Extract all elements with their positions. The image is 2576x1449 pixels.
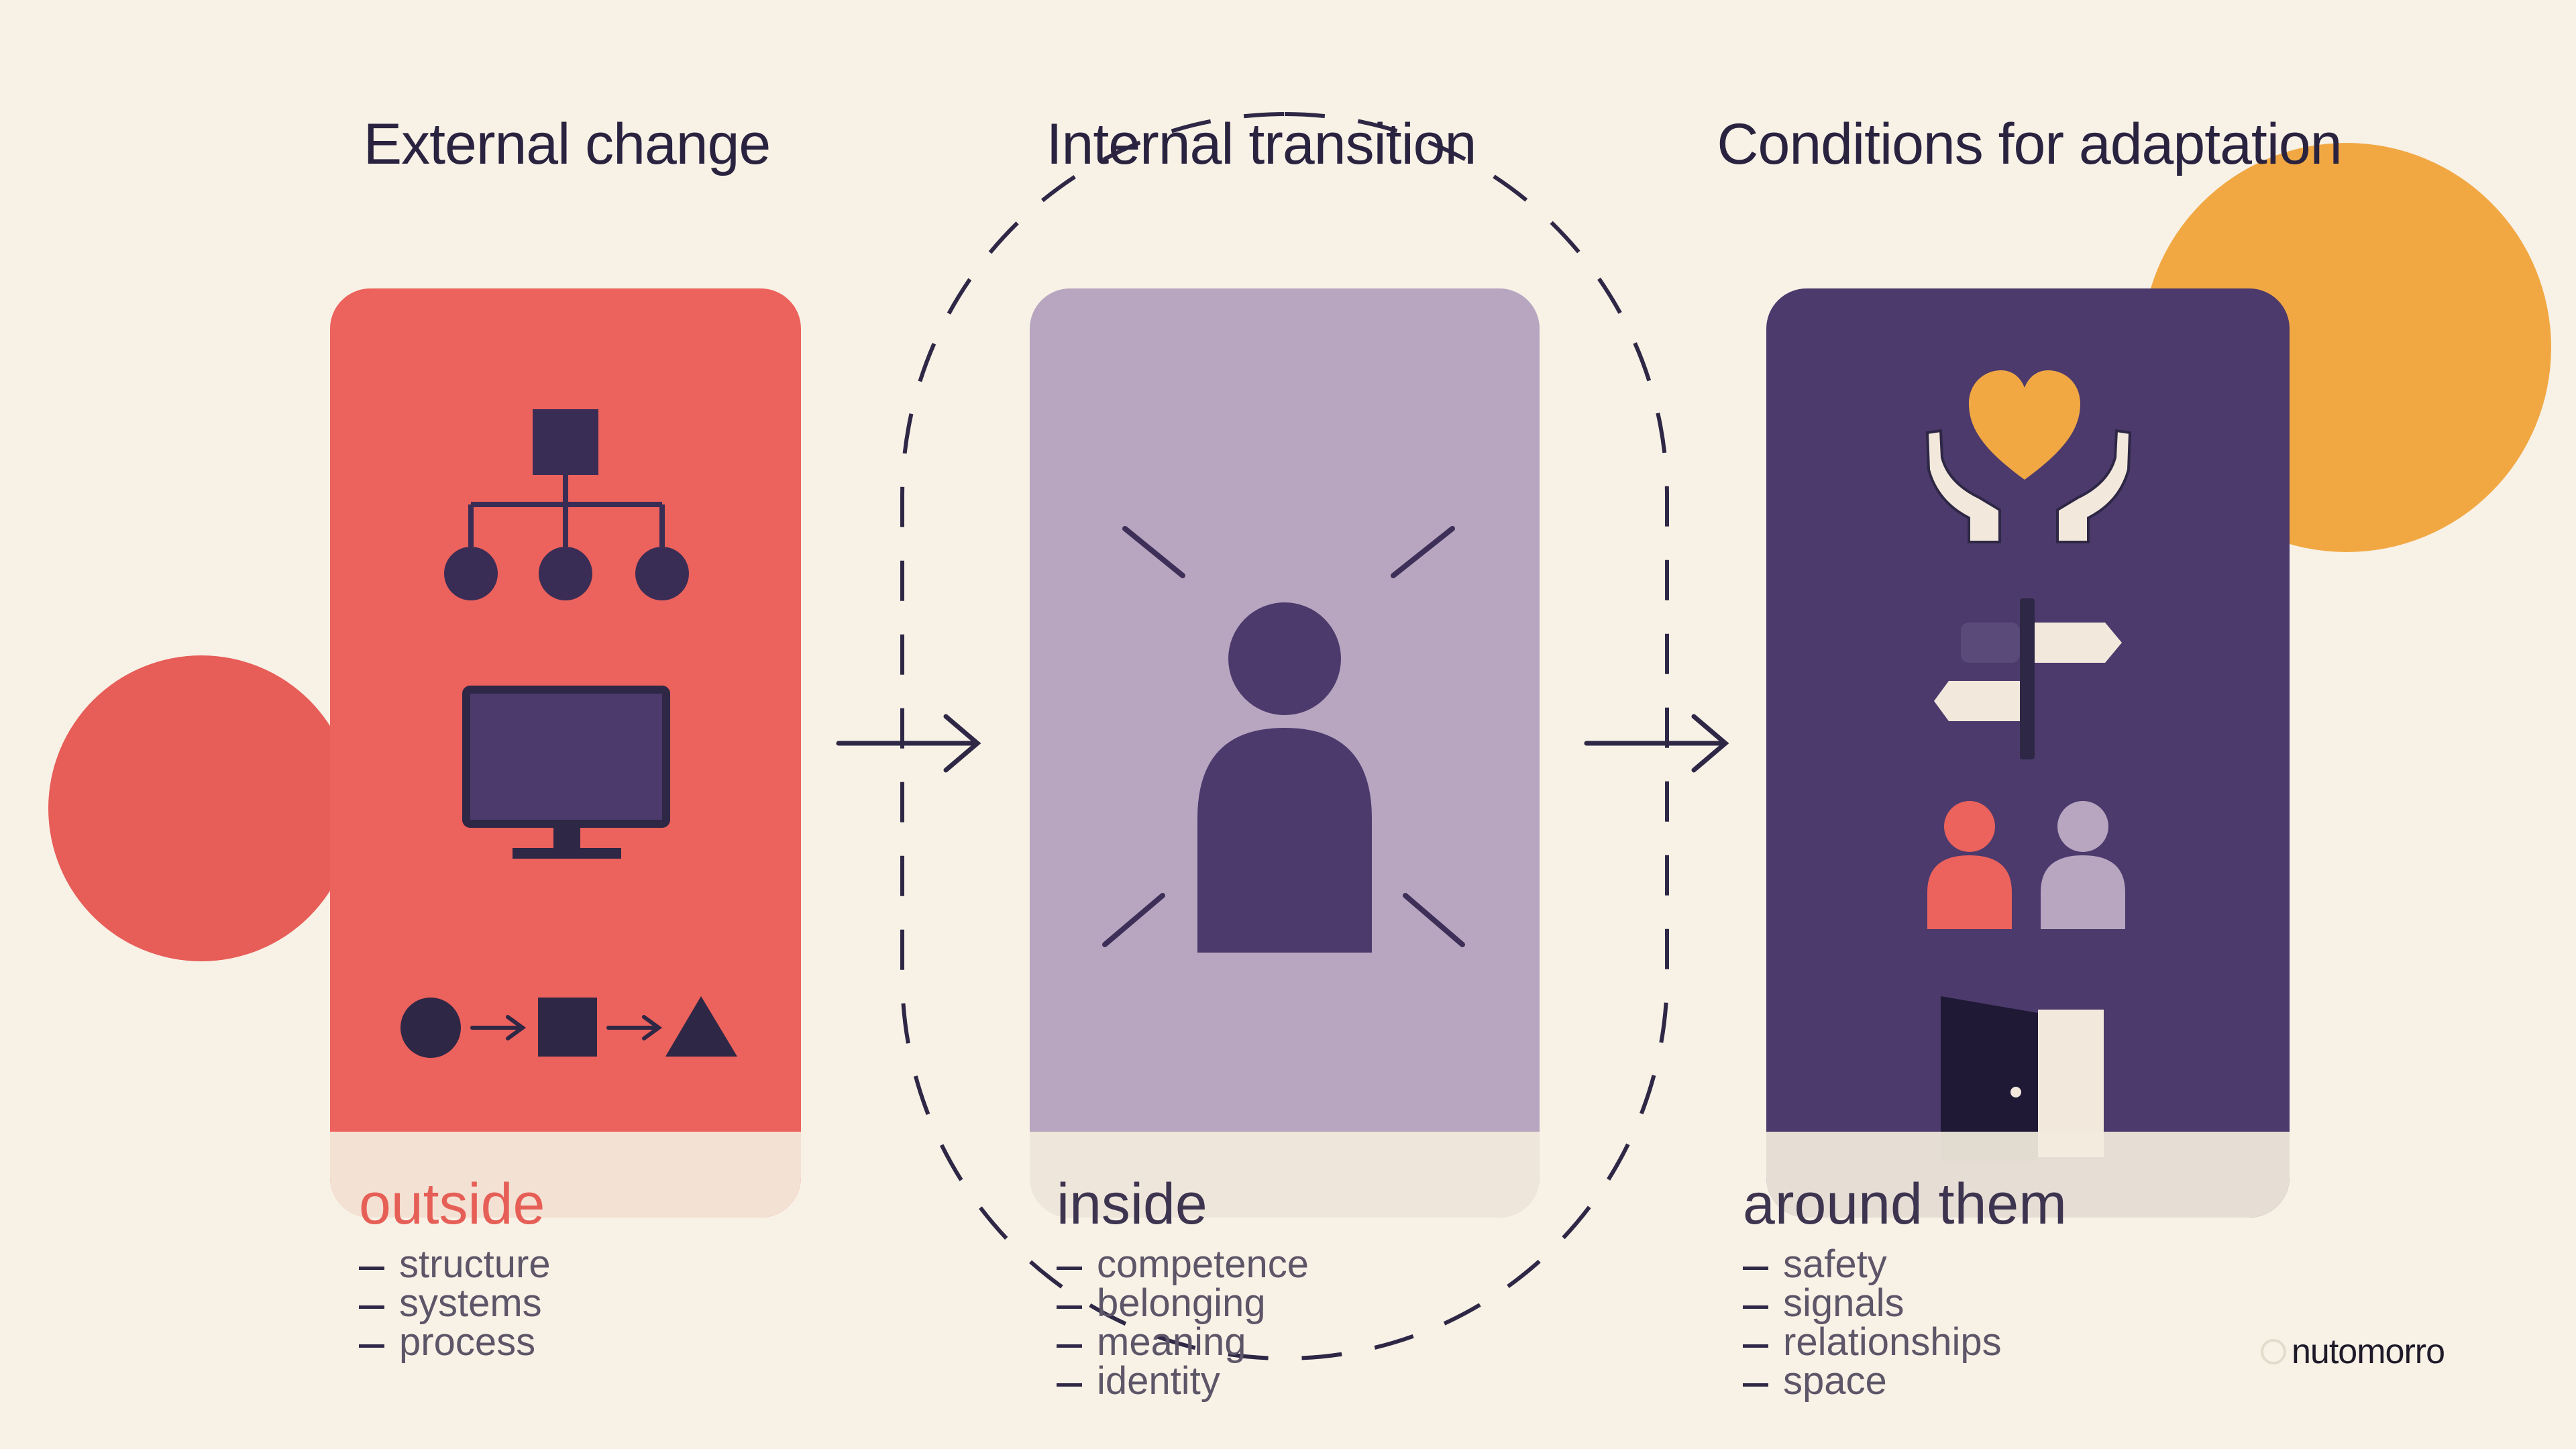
arrow-2-icon bbox=[1584, 714, 1729, 773]
column-title-conditions: Conditions for adaptation bbox=[1717, 112, 2342, 176]
radiating-lines-icon bbox=[1102, 526, 1465, 947]
bullet-item: signals bbox=[1743, 1284, 2002, 1323]
caption-inside: inside bbox=[1057, 1172, 1208, 1236]
brand-name: nutomorro bbox=[2292, 1332, 2445, 1371]
coral-background-circle bbox=[48, 655, 354, 961]
bullet-item: meaning bbox=[1057, 1323, 1309, 1362]
panel-external-icons bbox=[400, 409, 737, 1058]
org-chart-icon bbox=[444, 409, 689, 600]
panel-conditions-icons bbox=[1925, 370, 2132, 1161]
bullet-item: space bbox=[1743, 1362, 2002, 1401]
process-flow-icon bbox=[400, 996, 737, 1058]
signpost-icon bbox=[1934, 598, 2122, 759]
arrow-1-icon bbox=[836, 714, 981, 773]
panel-footer bbox=[1766, 1132, 2290, 1218]
bullet-item: process bbox=[359, 1323, 551, 1362]
caption-around-them: around them bbox=[1743, 1172, 2067, 1236]
dashed-loop-outline bbox=[900, 112, 1669, 1360]
bullet-item: structure bbox=[359, 1245, 551, 1284]
two-people-icon bbox=[1927, 801, 2125, 929]
bullet-list-internal: competence belonging meaning identity bbox=[1057, 1245, 1309, 1401]
column-title-external: External change bbox=[363, 112, 771, 176]
caption-outside: outside bbox=[359, 1172, 545, 1236]
bullet-item: relationships bbox=[1743, 1323, 2002, 1362]
panel-conditions-adaptation bbox=[1766, 288, 2290, 1218]
brand-mark-icon bbox=[2261, 1339, 2286, 1364]
bullet-item: competence bbox=[1057, 1245, 1309, 1284]
hands-heart-icon bbox=[1925, 370, 2132, 543]
bullet-list-conditions: safety signals relationships space bbox=[1743, 1245, 2002, 1401]
panel-internal-transition bbox=[1030, 288, 1540, 1218]
bullet-item: belonging bbox=[1057, 1284, 1309, 1323]
person-icon bbox=[1197, 602, 1372, 953]
bullet-item: safety bbox=[1743, 1245, 2002, 1284]
panel-footer bbox=[330, 1132, 801, 1218]
panel-footer bbox=[1030, 1132, 1540, 1218]
bullet-item: systems bbox=[359, 1284, 551, 1323]
bullet-list-external: structure systems process bbox=[359, 1245, 551, 1362]
brand-logo: nutomorro bbox=[2261, 1332, 2445, 1372]
panel-external-change bbox=[330, 288, 801, 1218]
panel-internal-icons bbox=[1102, 526, 1465, 953]
bullet-item: identity bbox=[1057, 1362, 1309, 1401]
column-title-internal: Internal transition bbox=[1046, 112, 1477, 176]
monitor-icon bbox=[462, 686, 670, 859]
